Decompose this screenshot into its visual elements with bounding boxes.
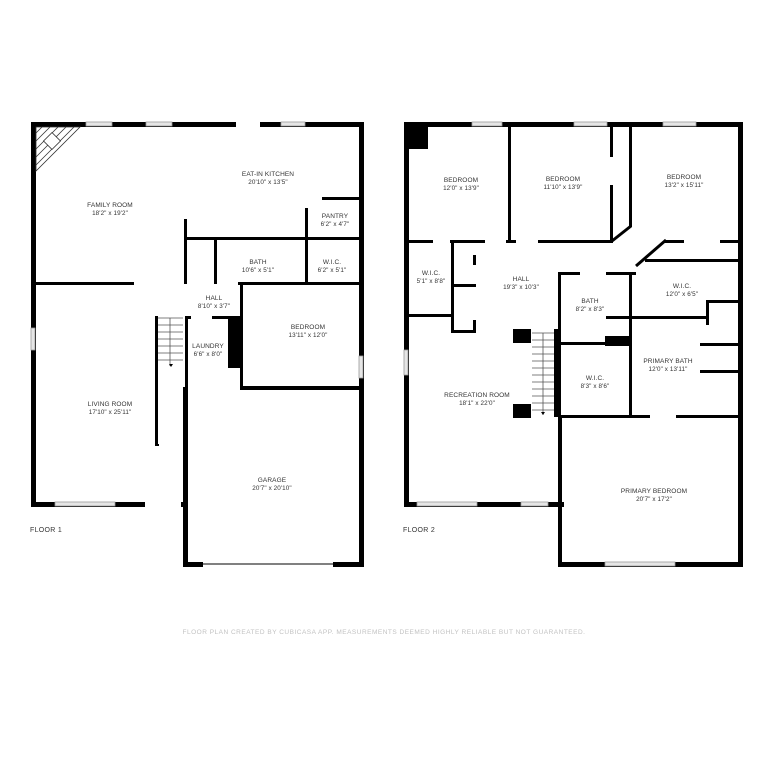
room-name: PRIMARY BATH [643, 358, 693, 365]
floor-2-stairs [532, 332, 554, 415]
room-dimensions: 18'2" x 19'2" [92, 210, 128, 217]
room-label-pantry: PANTRY 6'2" x 4'7" [321, 213, 350, 229]
room-label-bedroom: BEDROOM 13'11" x 12'0" [289, 324, 328, 340]
room-label-primary-bedroom: PRIMARY BEDROOM 20'7" x 17'2" [621, 488, 687, 504]
room-label-hall: HALL 8'10" x 3'7" [198, 295, 230, 311]
room-label-bath: BATH 10'6" x 5'1" [242, 259, 274, 275]
floor-2-walls [403, 121, 743, 567]
room-dimensions: 17'10" x 25'11" [88, 409, 132, 416]
room-label-hall-2: HALL 19'3" x 10'3" [503, 276, 539, 292]
room-name: BEDROOM [545, 176, 581, 183]
room-name: BEDROOM [443, 177, 479, 184]
room-label-garage: GARAGE 20'7" x 20'10" [252, 477, 291, 493]
room-name: RECREATION ROOM [444, 392, 510, 399]
room-name: W.I.C. [672, 283, 692, 290]
room-name: PRIMARY BEDROOM [620, 488, 688, 495]
room-dimensions: 6'2" x 5'1" [317, 267, 347, 274]
room-dimensions: 13'11" x 12'0" [288, 332, 328, 339]
room-dimensions: 18'1" x 22'0" [459, 400, 495, 407]
floor-2-label: FLOOR 2 [403, 527, 436, 534]
room-name: HALL [205, 295, 223, 302]
room-label-wic-2: W.I.C. 12'0" x 6'5" [666, 283, 698, 299]
room-label-recreation-room: RECREATION ROOM 18'1" x 22'0" [444, 392, 510, 408]
room-dimensions: 20'10" x 13'5" [248, 179, 288, 186]
room-label-bedroom-1: BEDROOM 12'0" x 13'9" [443, 177, 479, 193]
fireplace-hatch [35, 126, 81, 172]
room-name: BEDROOM [290, 324, 326, 331]
room-label-bedroom-3: BEDROOM 13'2" x 15'11" [665, 174, 704, 190]
room-name: LIVING ROOM [87, 401, 133, 408]
floor-1-label: FLOOR 1 [30, 527, 63, 534]
room-dimensions: 13'2" x 15'11" [664, 182, 704, 189]
room-dimensions: 12'0" x 13'11" [648, 366, 688, 373]
room-label-laundry: LAUNDRY 6'6" x 8'0" [192, 343, 224, 359]
room-dimensions: 6'6" x 8'0" [193, 351, 223, 358]
room-dimensions: 20'7" x 20'10" [252, 485, 292, 492]
room-name: HALL [512, 276, 530, 283]
room-label-wic-3: W.I.C. 8'3" x 8'6" [581, 375, 610, 391]
room-name: BATH [249, 259, 267, 266]
room-name: BATH [581, 298, 599, 305]
room-dimensions: 8'10" x 3'7" [197, 303, 231, 310]
room-name: BEDROOM [666, 174, 702, 181]
room-dimensions: 12'0" x 6'5" [665, 291, 699, 298]
room-label-family-room: FAMILY ROOM 18'2" x 19'2" [87, 202, 133, 218]
room-name: LAUNDRY [192, 343, 224, 350]
floor-1-walls [30, 121, 364, 568]
room-dimensions: 10'6" x 5'1" [241, 267, 275, 274]
room-name: W.I.C. [421, 270, 441, 277]
room-name: GARAGE [257, 477, 287, 484]
room-dimensions: 8'3" x 8'6" [580, 383, 610, 390]
room-dimensions: 11'10" x 13'9" [543, 184, 583, 191]
room-name: FAMILY ROOM [87, 202, 133, 209]
floor-1-stairs [158, 317, 183, 367]
room-label-wic-1: W.I.C. 5'1" x 8'8" [417, 270, 446, 286]
room-name: PANTRY [321, 213, 349, 220]
room-name: EAT-IN KITCHEN [241, 171, 295, 178]
room-dimensions: 6'2" x 4'7" [320, 221, 350, 228]
room-dimensions: 20'7" x 17'2" [636, 496, 672, 503]
room-label-eat-in-kitchen: EAT-IN KITCHEN 20'10" x 13'5" [242, 171, 294, 187]
room-dimensions: 5'1" x 8'8" [416, 278, 446, 285]
room-dimensions: 19'3" x 10'3" [503, 284, 539, 291]
room-name: W.I.C. [585, 375, 605, 382]
room-name: W.I.C. [322, 259, 342, 266]
room-label-bath-2: BATH 8'2" x 8'3" [576, 298, 605, 314]
room-label-wic: W.I.C. 6'2" x 5'1" [318, 259, 347, 275]
disclaimer-footer: FLOOR PLAN CREATED BY CUBICASA APP. MEAS… [182, 629, 586, 636]
room-dimensions: 8'2" x 8'3" [575, 306, 605, 313]
room-label-bedroom-2: BEDROOM 11'10" x 13'9" [544, 176, 583, 192]
room-dimensions: 12'0" x 13'9" [443, 185, 479, 192]
room-label-primary-bath: PRIMARY BATH 12'0" x 13'11" [643, 358, 692, 374]
room-label-living-room: LIVING ROOM 17'10" x 25'11" [88, 401, 132, 417]
